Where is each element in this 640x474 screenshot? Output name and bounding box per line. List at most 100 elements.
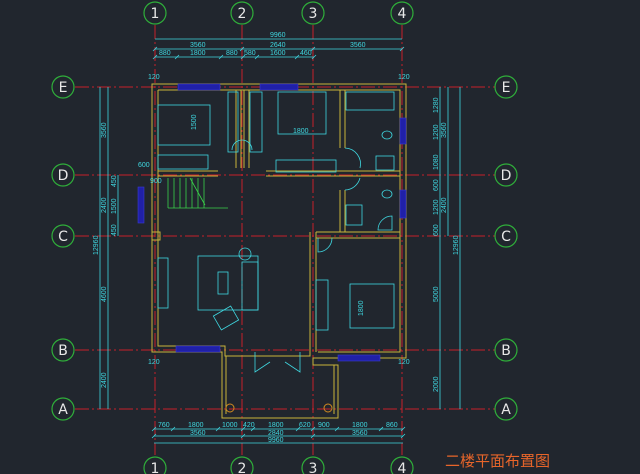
dim-text: 450 (111, 175, 118, 187)
dim-text: 1200 (433, 124, 440, 140)
dim-text: 1800 (188, 422, 204, 429)
lamp-table (238, 247, 252, 261)
dim-text: 1600 (270, 50, 286, 57)
dim-text: 3560 (352, 430, 368, 437)
dimension-tick (152, 54, 158, 60)
closet (249, 91, 263, 153)
grid-label: E (502, 80, 511, 96)
grid-label: C (501, 229, 511, 245)
dim-text: 3560 (190, 42, 206, 49)
dimension-tick (240, 426, 246, 432)
dim-text: 420 (243, 422, 255, 429)
dim-text: 900 (318, 422, 330, 429)
dimension-tick (295, 426, 301, 432)
dimension-tick (240, 54, 246, 60)
dim-text: 120 (398, 74, 410, 81)
dim-text: 1200 (433, 199, 440, 215)
dim-text: 1500 (111, 198, 118, 214)
dim-text: 860 (386, 422, 398, 429)
window (137, 186, 145, 224)
dim-text: 3560 (190, 430, 206, 437)
dim-text: 1080 (433, 154, 440, 170)
dim-text: 2000 (433, 376, 440, 392)
wardrobe (315, 279, 329, 331)
grid-label: 4 (398, 6, 407, 22)
sink (345, 204, 363, 226)
dim-text: 9960 (268, 437, 284, 444)
grid-label: D (58, 168, 69, 184)
grid-label: A (58, 402, 68, 418)
dimension-tick (218, 54, 224, 60)
dim-text: 2400 (101, 197, 108, 213)
window (177, 83, 221, 91)
window (259, 83, 299, 91)
dimension-tick (151, 433, 157, 439)
dimension-tick (239, 46, 245, 52)
grid-label: 2 (238, 6, 247, 22)
sofa (241, 261, 259, 311)
dim-text: 2640 (270, 42, 286, 49)
dim-text: 1280 (433, 97, 440, 113)
dim-text: 2400 (101, 372, 108, 388)
grid-label: C (58, 229, 68, 245)
dimension-tick (400, 433, 406, 439)
dim-text: 120 (398, 359, 410, 366)
dim-text: 1000 (222, 422, 238, 429)
window (175, 345, 221, 353)
column-circle (225, 403, 235, 413)
dim-text: 2400 (441, 197, 448, 213)
door-swing (344, 147, 361, 191)
dim-text: 3560 (101, 122, 108, 138)
dim-text: 600 (433, 224, 440, 236)
dimension-tick (311, 54, 317, 60)
row-bubbles-left: E D C B A (51, 75, 75, 421)
toilet (381, 130, 393, 140)
dimension-tick (400, 426, 406, 432)
window (399, 189, 407, 219)
dim-text: 12960 (453, 235, 460, 255)
window (337, 354, 381, 362)
column-circle (323, 403, 333, 413)
dim-text: 600 (433, 179, 440, 191)
dim-text: 120 (148, 359, 160, 366)
dimension-tick (151, 426, 157, 432)
dim-text: 3560 (441, 122, 448, 138)
tv-cabinet (157, 257, 169, 309)
dim-text: 4600 (101, 286, 108, 302)
bed-top (277, 91, 327, 135)
grid-label: B (58, 343, 68, 359)
dimension-tick (174, 54, 180, 60)
column-bubbles-bottom: 1 2 3 4 (143, 456, 414, 474)
dim-text: 900 (150, 178, 162, 185)
dim-text: 880 (159, 50, 171, 57)
dim-text: 2840 (268, 430, 284, 437)
dim-text: 9960 (270, 32, 286, 39)
bed-right (349, 283, 395, 329)
grid-label: D (501, 168, 512, 184)
dimension-tick (294, 54, 300, 60)
dimension-tick (310, 426, 316, 432)
windows (137, 83, 407, 362)
bed-dimension: 1500 (191, 114, 198, 130)
dim-text: 12960 (93, 235, 100, 255)
dim-text: 760 (158, 422, 170, 429)
grid-label: 3 (309, 6, 318, 22)
dim-text: 1800 (190, 50, 206, 57)
right-dimensions: 1280 1200 1080 600 1200 600 5000 2000 35… (433, 87, 461, 409)
annotations: 1500 1800 1800 600 900 120 120 120 120 (138, 74, 410, 366)
dim-text: 5000 (433, 286, 440, 302)
dim-text: 620 (299, 422, 311, 429)
grid-label: E (59, 80, 68, 96)
grid-label: 2 (238, 461, 247, 474)
dim-text: 450 (111, 224, 118, 236)
toilet (381, 189, 393, 199)
cabinet (275, 159, 337, 173)
dimension-tick (378, 426, 384, 432)
dim-text: 120 (148, 74, 160, 81)
bed-dimension: 1800 (293, 128, 309, 135)
wardrobe (157, 154, 209, 170)
closet (227, 91, 239, 153)
shower (377, 215, 393, 231)
dimension-tick (254, 54, 260, 60)
